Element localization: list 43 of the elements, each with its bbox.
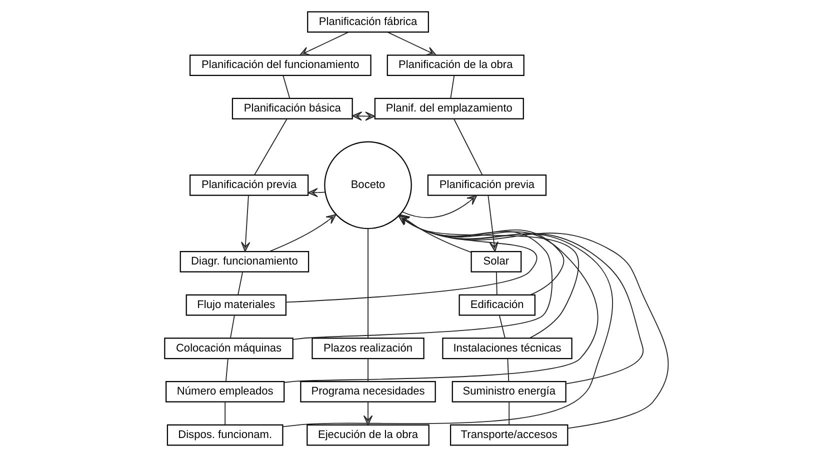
- connector: [254, 118, 287, 176]
- node-box: Planificación previa: [426, 174, 546, 196]
- connector: [453, 118, 482, 176]
- arrow: [240, 195, 250, 252]
- node-box: Solar: [470, 251, 522, 272]
- node-box: Transporte/accesos: [450, 424, 568, 446]
- connector: [224, 402, 226, 426]
- arrow: [268, 214, 336, 252]
- connector: [367, 358, 368, 382]
- node-box: Número empleados: [165, 381, 284, 402]
- node-box: Ejecución de la obra: [306, 424, 429, 446]
- node-box: Diagr. funcionamiento: [179, 251, 309, 272]
- node-box: Planificación del funcionamiento: [189, 54, 371, 76]
- connector: [282, 75, 290, 99]
- node-box: Planificación fábrica: [306, 11, 428, 33]
- connector: [498, 315, 505, 339]
- node-box: Suministro energía: [451, 381, 566, 402]
- connector: [506, 358, 509, 382]
- arrow: [386, 32, 436, 56]
- connector: [237, 272, 242, 296]
- node-box: Edificación: [458, 294, 535, 316]
- arrow: [351, 112, 375, 121]
- node-box: Flujo materiales: [185, 294, 286, 316]
- node-box: Plazos realización: [311, 338, 424, 360]
- connector: [495, 272, 497, 296]
- connector: [508, 402, 510, 426]
- arrow: [298, 32, 348, 56]
- connector: [450, 75, 454, 99]
- node-box: Colocación máquinas: [164, 338, 293, 360]
- connector: [224, 358, 228, 382]
- node-box: Planificación de la obra: [386, 54, 524, 76]
- node-box: Dispos. funcionam.: [166, 424, 283, 446]
- node-box: Planificación previa: [189, 174, 308, 196]
- node-box: Instalaciones técnicas: [442, 338, 572, 360]
- node-box: Programa necesidades: [300, 381, 436, 402]
- node-box: Planificación básica: [231, 98, 352, 120]
- arrow: [401, 194, 477, 218]
- node-box: Planif. del emplazamiento: [374, 98, 524, 120]
- arrow: [362, 402, 372, 426]
- connector: [229, 315, 234, 339]
- arrow: [307, 188, 326, 198]
- connector: [367, 228, 368, 338]
- arrow: [487, 195, 498, 252]
